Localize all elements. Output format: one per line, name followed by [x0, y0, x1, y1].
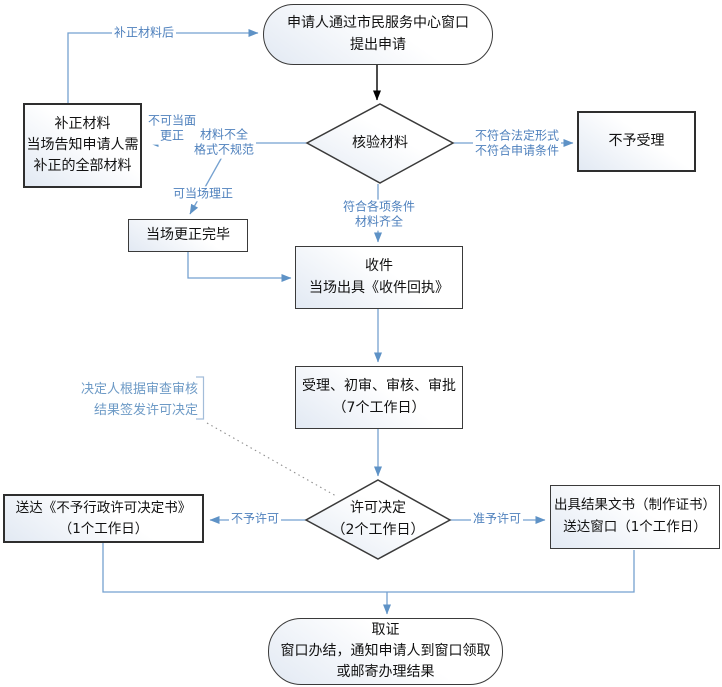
node-issue-result-line: 出具结果文书（制作证书）	[554, 497, 716, 514]
diamond-verify-shape	[305, 103, 455, 184]
node-start-line: 申请人通过市民服务中心窗口	[287, 14, 469, 31]
node-issue-result: 出具结果文书（制作证书） 送达窗口（1个工作日）	[550, 485, 720, 549]
node-deliver-refusal-line: （1个工作日）	[58, 520, 149, 537]
label-can-correct-onsite: 可当场理正	[170, 186, 236, 202]
node-verify: 核验材料	[307, 104, 453, 183]
label-grant: 准予许可	[470, 511, 524, 527]
node-receive-line: 当场出具《收件回执》	[309, 279, 449, 296]
node-reject-line: 不予受理	[608, 132, 665, 149]
node-receive: 收件 当场出具《收件回执》	[295, 246, 463, 309]
label-not-conform: 不符合法定形式 不符合申请条件	[472, 128, 562, 160]
node-review: 受理、初审、审核、审批 （7个工作日）	[295, 366, 463, 429]
label-conform: 符合各项条件 材料齐全	[340, 199, 418, 231]
node-end-line: 取证	[371, 622, 400, 638]
arrow-branch-to-corrected-onsite	[189, 156, 223, 215]
arrow-corrected-to-receive	[187, 252, 292, 282]
diamond-decision-shape	[304, 479, 452, 560]
annotation-decision-note: 决定人根据审查审核 结果签发许可决定	[80, 382, 198, 418]
node-reject: 不予受理	[577, 111, 696, 172]
node-review-line: （7个工作日）	[332, 399, 426, 416]
merge-rail	[102, 543, 635, 593]
node-correct-materials-line: 补正的全部材料	[33, 158, 132, 174]
annotation-bracket	[196, 376, 205, 420]
node-decision-line: 许可决定	[350, 499, 406, 516]
node-corrected-onsite-line: 当场更正完毕	[146, 226, 230, 243]
node-decision-line: （2个工作日）	[331, 521, 425, 538]
node-review-line: 受理、初审、审核、审批	[302, 377, 456, 394]
node-receive-line: 收件	[365, 257, 393, 274]
arrow-correct-to-start	[67, 29, 259, 103]
node-deliver-refusal-line: 送达《不予行政许可决定书》	[15, 500, 192, 517]
label-after-correction: 补正材料后	[111, 25, 177, 41]
node-correct-materials-line: 补正材料	[54, 116, 111, 132]
node-correct-materials-line: 当场告知申请人需	[26, 137, 139, 153]
node-deliver-refusal: 送达《不予行政许可决定书》 （1个工作日）	[3, 494, 204, 543]
node-issue-result-line: 送达窗口（1个工作日）	[563, 519, 707, 535]
node-verify-line: 核验材料	[352, 134, 408, 151]
label-cannot-correct-onsite: 不可当面 更正	[145, 113, 199, 145]
node-start-line: 提出申请	[350, 36, 406, 53]
node-start: 申请人通过市民服务中心窗口 提出申请	[263, 4, 493, 65]
node-end-line: 或邮寄办理结果	[336, 664, 435, 680]
node-end: 取证 窗口办结，通知申请人到窗口领取 或邮寄办理结果	[268, 618, 503, 685]
node-decision: 许可决定 （2个工作日）	[306, 480, 450, 559]
node-end-line: 窗口办结，通知申请人到窗口领取	[280, 643, 491, 659]
node-corrected-onsite: 当场更正完毕	[128, 219, 248, 252]
label-incomplete: 材料不全 格式不规范	[191, 127, 257, 159]
node-correct-materials: 补正材料 当场告知申请人需 补正的全部材料	[23, 103, 142, 188]
label-deny: 不予许可	[228, 511, 282, 527]
